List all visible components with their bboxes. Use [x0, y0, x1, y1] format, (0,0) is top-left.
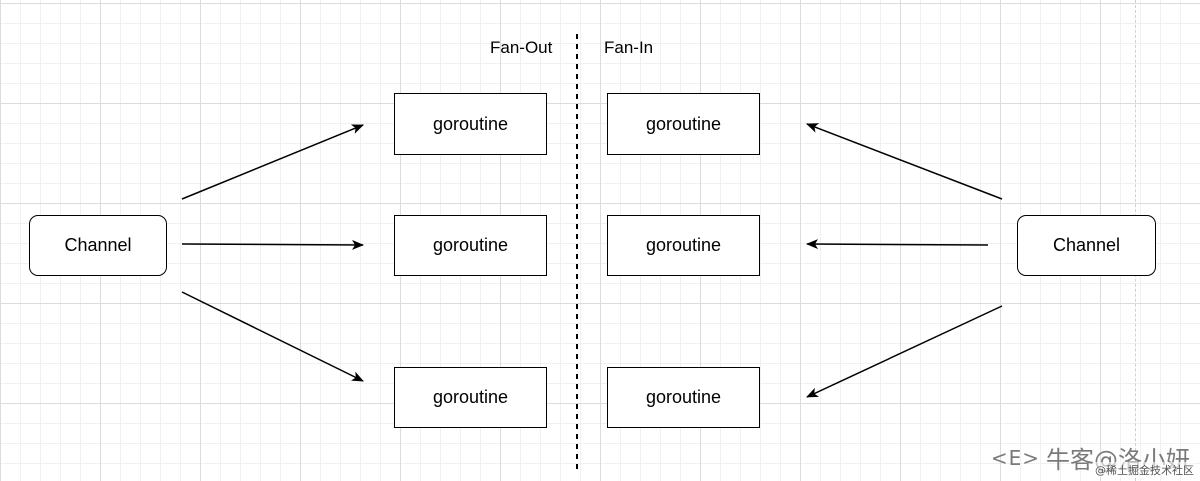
goroutine-label: goroutine	[432, 387, 509, 407]
fan-out-goroutine-3: goroutine	[394, 367, 547, 428]
fan-out-goroutine-2: goroutine	[394, 215, 547, 276]
right-channel-node: Channel	[1017, 215, 1156, 276]
fan-out-arrow-top	[181, 124, 364, 200]
fan-in-arrow-bottom	[806, 305, 1003, 398]
right-channel-label: Channel	[1052, 235, 1121, 255]
watermark-subtext: @稀土掘金技术社区	[1095, 462, 1194, 478]
goroutine-label: goroutine	[645, 387, 722, 407]
fan-out-arrow-middle	[181, 239, 364, 250]
left-channel-label: Channel	[64, 235, 132, 255]
fan-in-label: Fan-In	[604, 38, 654, 57]
goroutine-label: goroutine	[432, 113, 509, 134]
watermark-sub-wrapper: @稀土掘金技术社区	[1095, 462, 1194, 478]
fan-in-goroutine-2: goroutine	[607, 215, 760, 276]
goroutine-label: goroutine	[645, 113, 722, 134]
fan-in-arrow-middle	[806, 239, 989, 250]
fan-in-goroutine-1: goroutine	[607, 93, 760, 155]
goroutine-label: goroutine	[645, 235, 722, 255]
goroutine-label: goroutine	[432, 235, 509, 255]
fan-out-label: Fan-Out	[490, 38, 553, 57]
watermark-logo-icon: <E>	[990, 445, 1040, 470]
left-channel-node: Channel	[29, 215, 167, 276]
fan-in-goroutine-3: goroutine	[607, 367, 760, 428]
fan-out-goroutine-1: goroutine	[394, 93, 547, 155]
fan-out-arrow-bottom	[181, 291, 364, 382]
fan-in-arrow-top	[806, 123, 1003, 200]
